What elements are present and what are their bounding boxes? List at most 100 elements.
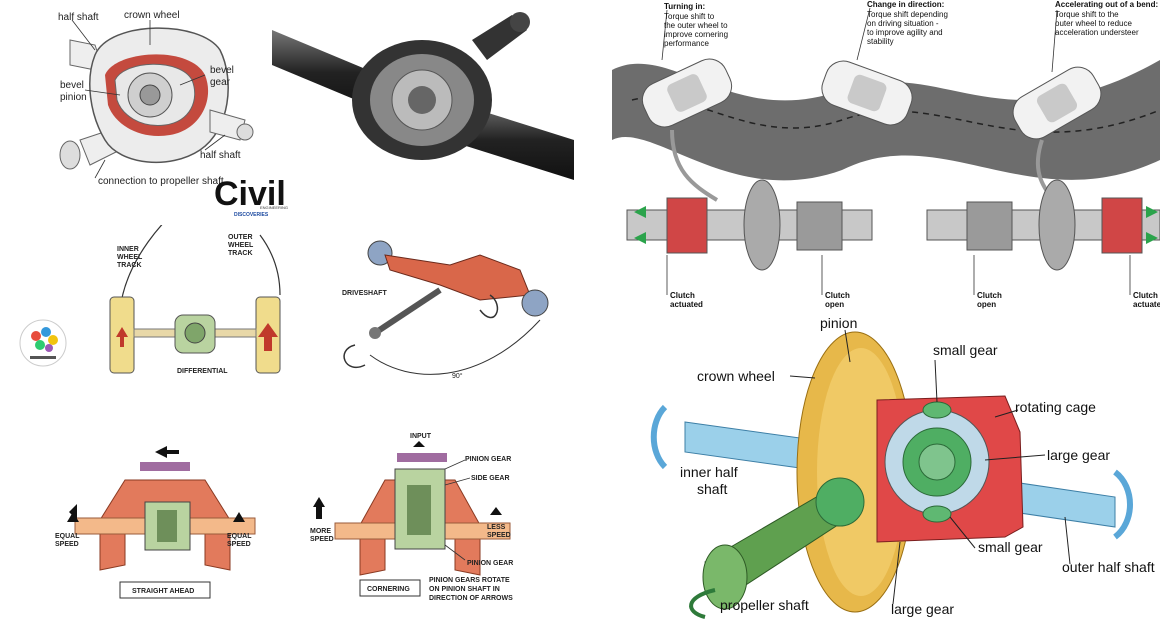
car-change-direction bbox=[821, 60, 913, 126]
turning-title: Turning in: bbox=[664, 2, 705, 11]
equal-right-label-2: SPEED bbox=[227, 541, 251, 548]
equal-right-label-1: EQUAL bbox=[227, 533, 252, 540]
green-arrow-icon bbox=[634, 206, 646, 218]
change-line-4: stability bbox=[867, 37, 894, 46]
accel-title: Accelerating out of a bend: bbox=[1055, 0, 1158, 9]
more-speed-label-2: SPEED bbox=[310, 536, 334, 543]
car-turning-in bbox=[641, 58, 733, 128]
input-up-arrow-icon bbox=[413, 441, 425, 447]
more-speed-arrow-icon bbox=[313, 497, 325, 507]
inner-half-label-2: shaft bbox=[697, 481, 727, 497]
right-differential-unit bbox=[926, 179, 1160, 271]
panel-cornering: INPUT PINION GEAR SIDE GEAR MORE SPEED L… bbox=[305, 425, 570, 615]
differential-label: DIFFERENTIAL bbox=[177, 368, 228, 375]
equal-left-label-1: EQUAL bbox=[55, 533, 80, 540]
inner-track-curve bbox=[119, 225, 163, 311]
panel-wheel-track: INNER WHEEL TRACK OUTER WHEEL TRACK DIFF… bbox=[80, 225, 310, 405]
panel-driveshaft: DRIVESHAFT 90° bbox=[330, 225, 575, 405]
bevel-pinion-label-2: pinion bbox=[60, 92, 87, 103]
rotating-cage-label: rotating cage bbox=[1015, 399, 1096, 415]
outer-track-label-1: OUTER bbox=[228, 234, 253, 241]
small-gear-top bbox=[922, 401, 952, 419]
equal-left-label-2: SPEED bbox=[55, 541, 79, 548]
input-label: INPUT bbox=[410, 433, 432, 440]
pinion-gear-top-label: PINION GEAR bbox=[465, 456, 511, 463]
driveshaft-label: DRIVESHAFT bbox=[342, 290, 387, 297]
green-arrow-icon bbox=[1146, 206, 1158, 218]
green-arrow-icon bbox=[1146, 232, 1158, 244]
accel-line-2: outer wheel to reduce bbox=[1055, 19, 1132, 28]
outer-track-curve bbox=[259, 234, 281, 296]
bevel-gear-label-1: bevel bbox=[210, 65, 234, 76]
small-gear-bottom bbox=[922, 505, 952, 523]
wheel-hub-right bbox=[521, 289, 549, 317]
right-wheel-arrow-icon bbox=[258, 323, 278, 337]
inner-rotation-arrow-icon bbox=[650, 404, 668, 470]
inner-track-label-3: TRACK bbox=[117, 262, 142, 269]
left-wheel-arrow-icon bbox=[116, 327, 128, 337]
clutch-b-line-2: open bbox=[825, 300, 844, 309]
less-speed-arrow-icon bbox=[490, 507, 502, 515]
pinion-gear bbox=[815, 477, 865, 527]
logo-sub2: DISCOVERIES bbox=[234, 212, 269, 218]
small-gear-bottom-label: small gear bbox=[978, 539, 1043, 555]
crown-wheel-illustration: half shaft crown wheel bevel pinion beve… bbox=[58, 10, 254, 187]
half-shaft-right-label: half shaft bbox=[200, 150, 241, 161]
caption-line-2: ON PINION SHAFT IN bbox=[429, 586, 500, 593]
cornering-box bbox=[359, 579, 421, 597]
input-gear-rack bbox=[140, 462, 190, 471]
side-gear-label: SIDE GEAR bbox=[471, 475, 510, 482]
cornering-label: CORNERING bbox=[367, 586, 410, 593]
outer-rotation-arrow-icon bbox=[1113, 469, 1133, 540]
outer-track-label-3: TRACK bbox=[228, 250, 253, 257]
civil-engineering-logo: Civil ENGINEERING DISCOVERIES bbox=[212, 175, 302, 223]
straight-ahead-box bbox=[119, 581, 211, 599]
logo-sub1: ENGINEERING bbox=[260, 205, 288, 210]
turning-line-2: the outer wheel to bbox=[664, 21, 728, 30]
panel-axle-photo bbox=[272, 0, 574, 210]
more-speed-label-1: MORE bbox=[310, 528, 331, 535]
input-arrow-icon bbox=[155, 446, 167, 458]
panel-crown-wheel-diagram: half shaft crown wheel bevel pinion beve… bbox=[0, 0, 270, 210]
less-speed-label-2: SPEED bbox=[487, 532, 511, 539]
outer-half-shaft-label: outer half shaft bbox=[1062, 559, 1155, 575]
arrow-to-left-diff bbox=[670, 129, 719, 202]
large-gear-bottom-label: large gear bbox=[891, 601, 954, 617]
inner-track-label-1: INNER bbox=[117, 246, 139, 253]
clutch-b-line-1: Clutch bbox=[825, 291, 850, 300]
small-gear-top-label: small gear bbox=[933, 342, 998, 358]
equal-right-arrow-icon bbox=[233, 512, 245, 522]
panel-torque-vectoring: Turning in: Torque shift to the outer wh… bbox=[612, 0, 1160, 312]
pinion-label: pinion bbox=[820, 315, 857, 331]
change-line-1: Torque shift depending bbox=[867, 10, 948, 19]
accel-line-3: acceleration understeer bbox=[1055, 28, 1139, 37]
clutch-a-line-1: Clutch bbox=[670, 291, 695, 300]
inner-half-label-1: inner half bbox=[680, 464, 738, 480]
panel-straight-ahead: EQUAL SPEED EQUAL SPEED STRAIGHT AHEAD bbox=[55, 440, 285, 610]
crown-wheel-label: crown wheel bbox=[124, 10, 180, 21]
logo-text: Civil bbox=[214, 175, 286, 213]
less-speed-label-1: LESS bbox=[487, 524, 506, 531]
caption-line-3: DIRECTION OF ARROWS bbox=[429, 595, 513, 602]
change-line-3: to improve agility and bbox=[867, 28, 943, 37]
change-title: Change in direction: bbox=[867, 0, 944, 9]
turning-line-3: improve cornering bbox=[664, 30, 728, 39]
car-accelerating bbox=[1012, 66, 1102, 140]
accel-line-1: Torque shift to the bbox=[1055, 10, 1119, 19]
outer-track-label-2: WHEEL bbox=[228, 242, 254, 249]
inner-track-label-2: WHEEL bbox=[117, 254, 143, 261]
angle-label: 90° bbox=[452, 372, 463, 380]
panel-differential-detail: pinion crown wheel small gear rotating c… bbox=[645, 312, 1160, 620]
connection-label: connection to propeller shaft bbox=[98, 176, 224, 187]
bevel-gear-label-2: gear bbox=[210, 77, 231, 88]
badge-logo bbox=[18, 318, 68, 368]
left-differential-unit bbox=[626, 179, 873, 271]
turning-line-1: Torque shift to bbox=[664, 12, 715, 21]
clutch-c-line-2: open bbox=[977, 300, 996, 309]
change-line-2: on driving situation - bbox=[867, 19, 939, 28]
pinion-gear-bottom-label: PINION GEAR bbox=[467, 560, 513, 567]
half-shaft-left-label: half shaft bbox=[58, 12, 99, 23]
turning-line-4: performance bbox=[664, 39, 709, 48]
axle-housing-render bbox=[272, 12, 574, 180]
bevel-pinion-label-1: bevel bbox=[60, 80, 84, 91]
